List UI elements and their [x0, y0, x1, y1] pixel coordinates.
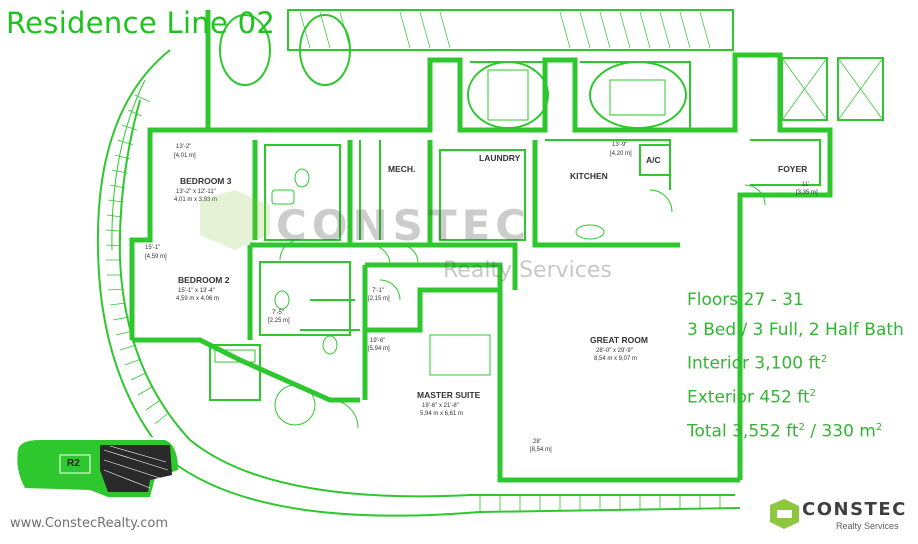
key-plan-label: R2	[67, 458, 80, 469]
logo-name: CONSTEC	[802, 499, 907, 520]
ac-name: A/C	[646, 155, 661, 165]
spec-total-text: Total 3,552 ft	[687, 421, 799, 442]
foyer-name: FOYER	[778, 164, 807, 174]
logo-tagline: Realty Services	[836, 521, 899, 531]
dim-8: 7'-5"	[272, 310, 284, 316]
master-metric: 5,94 m x 6,61 m	[420, 411, 463, 417]
spec-total-metric-sup: 2	[875, 422, 883, 434]
bedroom3-name: BEDROOM 3	[180, 176, 232, 186]
bath-fixtures	[214, 168, 605, 426]
laundry-name: LAUNDRY	[479, 153, 521, 163]
website-link[interactable]: www.ConstecRealty.com	[10, 516, 168, 531]
spec-floors: Floors 27 - 31	[687, 290, 804, 310]
walls	[129, 10, 833, 483]
watermark-tagline: Realty Services	[443, 258, 612, 283]
balcony-terrace	[96, 49, 741, 517]
great-metric: 8,54 m x 9,07 m	[594, 356, 637, 362]
spec-exterior-text: Exterior 452 ft	[687, 387, 810, 408]
spec-beds: 3 Bed / 3 Full, 2 Half Bath	[687, 319, 904, 340]
bedroom3-imperial: 13'-2" x 12'-11"	[176, 189, 216, 195]
dim-4: 11'	[802, 182, 809, 188]
bedroom2-metric: 4,59 m x 4,06 m	[176, 296, 219, 302]
bedroom3-metric: 4,01 m x 3,93 m	[174, 197, 217, 203]
spec-exterior-sup: 2	[809, 388, 817, 400]
constec-logo-mark	[770, 499, 799, 529]
kitchen-name: KITCHEN	[570, 171, 608, 181]
great-name: GREAT ROOM	[590, 335, 648, 345]
spec-total-sup: 2	[798, 422, 805, 434]
dim-7: 7'-1"	[372, 288, 384, 294]
elevators	[219, 14, 884, 129]
master-name: MASTER SUITE	[417, 390, 481, 400]
dim-3: 13'-9"	[612, 142, 627, 148]
dim-5: 28'	[533, 439, 541, 445]
balcony-hatch	[105, 94, 721, 512]
door-swings	[279, 184, 766, 429]
dim-8-metric: [2,25 m]	[268, 318, 290, 324]
dim-1-metric: [4,01 m]	[174, 153, 196, 159]
spec-interior: Interior 3,100 ft2	[687, 345, 904, 379]
great-imperial: 28'-0" x 29'-9"	[596, 348, 633, 354]
dim-2: 15'-1"	[145, 245, 160, 251]
top-corridor	[287, 9, 734, 51]
spec-exterior: Exterior 452 ft2	[687, 379, 904, 413]
spec-total-metric: / 330 m	[804, 421, 876, 442]
unit-specs: Floors 27 - 31 3 Bed / 3 Full, 2 Half Ba…	[687, 286, 904, 447]
constec-logo: CONSTEC Realty Services	[768, 497, 910, 537]
dim-1: 13'-2"	[176, 144, 191, 150]
dim-7-metric: [2,15 m]	[368, 296, 390, 302]
mech-name: MECH.	[388, 164, 415, 174]
dim-6-metric: [5,94 m]	[368, 346, 390, 352]
spec-interior-text: Interior 3,100 ft	[687, 353, 821, 374]
key-plan	[17, 437, 178, 497]
watermark-mark	[200, 190, 270, 250]
dim-2-metric: [4,59 m]	[145, 254, 167, 260]
dim-4-metric: [3,35 m]	[796, 190, 818, 196]
dim-6: 19'-6"	[370, 338, 385, 344]
dim-3-metric: [4,20 m]	[610, 151, 632, 157]
spec-interior-sup: 2	[820, 354, 828, 365]
bedroom2-name: BEDROOM 2	[178, 275, 230, 285]
page-title: Residence Line 02	[6, 6, 276, 40]
bedroom2-imperial: 15'-1" x 13'-4"	[178, 288, 215, 294]
spec-total: Total 3,552 ft2 / 330 m2	[687, 413, 904, 447]
watermark-name: CONSTEC	[276, 201, 532, 250]
dim-5-metric: [8,54 m]	[530, 447, 552, 453]
master-imperial: 19'-6" x 21'-8"	[422, 403, 459, 409]
